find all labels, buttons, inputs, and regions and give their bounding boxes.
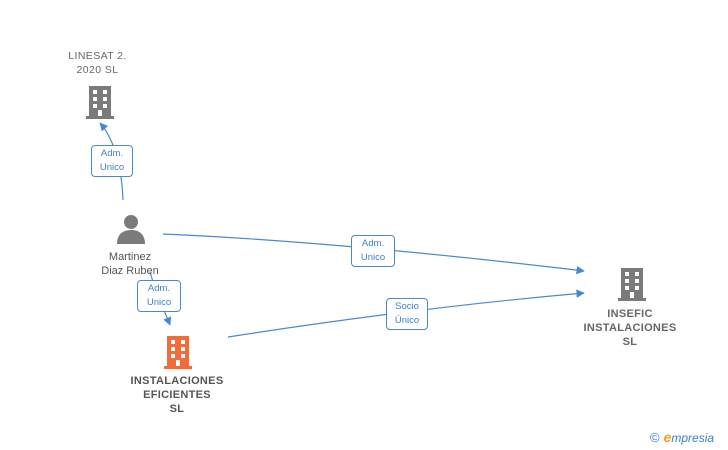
- building-icon[interactable]: [84, 84, 116, 120]
- node-label-insefic: INSEFIC INSTALACIONES SL: [583, 308, 677, 348]
- edge-label-adm-unico[interactable]: Adm. Unico: [137, 280, 181, 312]
- empresia-watermark: © empresia: [650, 429, 714, 445]
- person-icon[interactable]: [114, 212, 148, 246]
- edge-label-adm-unico[interactable]: Adm. Unico: [351, 235, 395, 267]
- node-label-instalaciones: INSTALACIONES EFICIENTES SL: [130, 375, 224, 415]
- node-label-martinez: Martinez Diaz Ruben: [101, 251, 159, 277]
- copyright-symbol: ©: [650, 429, 660, 445]
- edge-label-adm-unico[interactable]: Adm. Unico: [91, 145, 133, 177]
- building-icon[interactable]: [616, 266, 648, 302]
- empresia-logo: empresia: [663, 429, 715, 445]
- node-label-linesat: LINESAT 2. 2020 SL: [68, 50, 127, 76]
- edge-label-socio-unico[interactable]: Socio Único: [386, 298, 428, 330]
- building-icon[interactable]: [162, 334, 194, 370]
